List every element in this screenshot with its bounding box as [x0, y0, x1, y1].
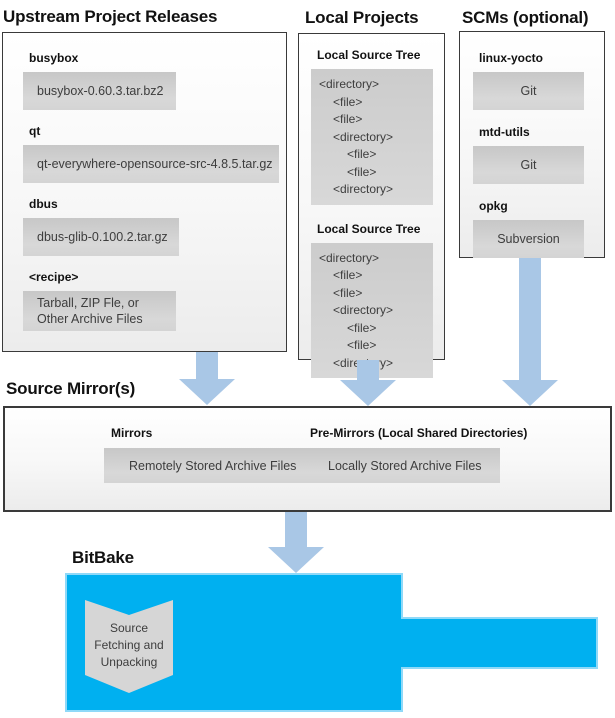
bitbake-title: BitBake [72, 548, 134, 567]
ribbon-line: Source [109, 621, 149, 635]
archive-types-chip: Tarball, ZIP Fle, or Other Archive Files [23, 291, 176, 331]
tarball-chip: qt-everywhere-opensource-src-4.8.5.tar.g… [23, 145, 279, 183]
tree-line: <file> [333, 285, 363, 300]
source-mirrors-panel: Mirrors Remotely Stored Archive Files Pr… [3, 406, 612, 512]
source-fetching-label: Source Fetching and Unpacking [85, 620, 173, 671]
tree-line: <file> [333, 268, 363, 282]
tarball-chip: busybox-0.60.3.tar.bz2 [23, 72, 176, 110]
local-source-tree-2: Local Source Tree <directory> <file> <fi… [311, 221, 444, 378]
item-label: dbus [29, 197, 58, 211]
local-projects-title: Local Projects [305, 8, 419, 27]
source-mirrors-heading: Source Mirror(s) [6, 379, 136, 398]
chip-line: Tarball, ZIP Fle, or [37, 296, 139, 310]
arrow-local-to-mirrors-icon [340, 360, 396, 406]
scm-type-chip: Git [473, 146, 584, 184]
scm-item-linux-yocto: linux-yocto Git [473, 51, 604, 110]
scms-title: SCMs (optional) [462, 8, 589, 27]
tree-line: <file> [347, 164, 377, 179]
scms-panel: linux-yocto Git mtd-utils Git opkg Subve… [459, 31, 605, 258]
upstream-panel: busybox busybox-0.60.3.tar.bz2 qt qt-eve… [2, 32, 287, 352]
mirror-chip: Remotely Stored Archive Files [104, 448, 315, 483]
tarball-chip: dbus-glib-0.100.2.tar.gz [23, 218, 179, 256]
arrow-upstream-to-mirrors-icon [179, 352, 235, 405]
tree-line: <file> [347, 147, 377, 161]
tree-label: Local Source Tree [317, 221, 421, 236]
ribbon-line: Fetching and [94, 638, 164, 652]
upstream-item-qt: qt qt-everywhere-opensource-src-4.8.5.ta… [23, 124, 286, 183]
chip-line: Other Archive Files [37, 312, 143, 326]
upstream-item-recipe: <recipe> Tarball, ZIP Fle, or Other Arch… [23, 270, 286, 331]
item-label: opkg [479, 199, 508, 213]
tree-line: <directory> [333, 182, 394, 196]
local-source-tree-1: Local Source Tree <directory> <file> <fi… [311, 48, 444, 205]
arrow-mirrors-to-bitbake-icon [268, 512, 324, 573]
source-fetching-ribbon-icon [85, 600, 173, 693]
pre-mirrors-group: Pre-Mirrors (Local Shared Directories) L… [303, 426, 527, 483]
item-label: mtd-utils [479, 125, 530, 139]
mirror-chip: Locally Stored Archive Files [303, 448, 500, 483]
upstream-title: Upstream Project Releases [3, 7, 218, 26]
tree-line: <directory> [319, 250, 380, 265]
upstream-item-busybox: busybox busybox-0.60.3.tar.bz2 [23, 51, 286, 110]
item-label: qt [29, 124, 41, 138]
scm-type-chip: Git [473, 72, 584, 110]
tree-line: <file> [333, 94, 363, 109]
ribbon-line: Unpacking [100, 655, 158, 669]
source-tree-chip: <directory> <file> <file> <directory> <f… [311, 69, 433, 205]
group-label: Mirrors [111, 426, 153, 440]
upstream-item-dbus: dbus dbus-glib-0.100.2.tar.gz [23, 197, 286, 256]
group-label: Pre-Mirrors (Local Shared Directories) [310, 426, 528, 440]
item-label: <recipe> [29, 270, 79, 284]
tree-line: <directory> [333, 129, 394, 144]
item-label: busybox [29, 51, 79, 65]
arrow-scms-to-mirrors-icon [502, 258, 558, 406]
local-projects-panel: Local Source Tree <directory> <file> <fi… [298, 33, 445, 378]
tree-line: <directory> [319, 77, 380, 91]
bitbake-output-bar [401, 617, 598, 669]
tree-line: <file> [347, 338, 377, 352]
scm-item-opkg: opkg Subversion [473, 199, 604, 258]
source-tree-chip: <directory> <file> <file> <directory> <f… [311, 242, 433, 378]
item-label: linux-yocto [479, 51, 544, 65]
tree-line: <file> [347, 320, 377, 335]
tree-line: <directory> [333, 303, 394, 317]
scm-item-mtd-utils: mtd-utils Git [473, 125, 604, 184]
tree-line: <file> [333, 112, 363, 126]
mirrors-group: Mirrors Remotely Stored Archive Files [104, 426, 315, 483]
scm-type-chip: Subversion [473, 220, 584, 258]
tree-label: Local Source Tree [317, 48, 421, 62]
